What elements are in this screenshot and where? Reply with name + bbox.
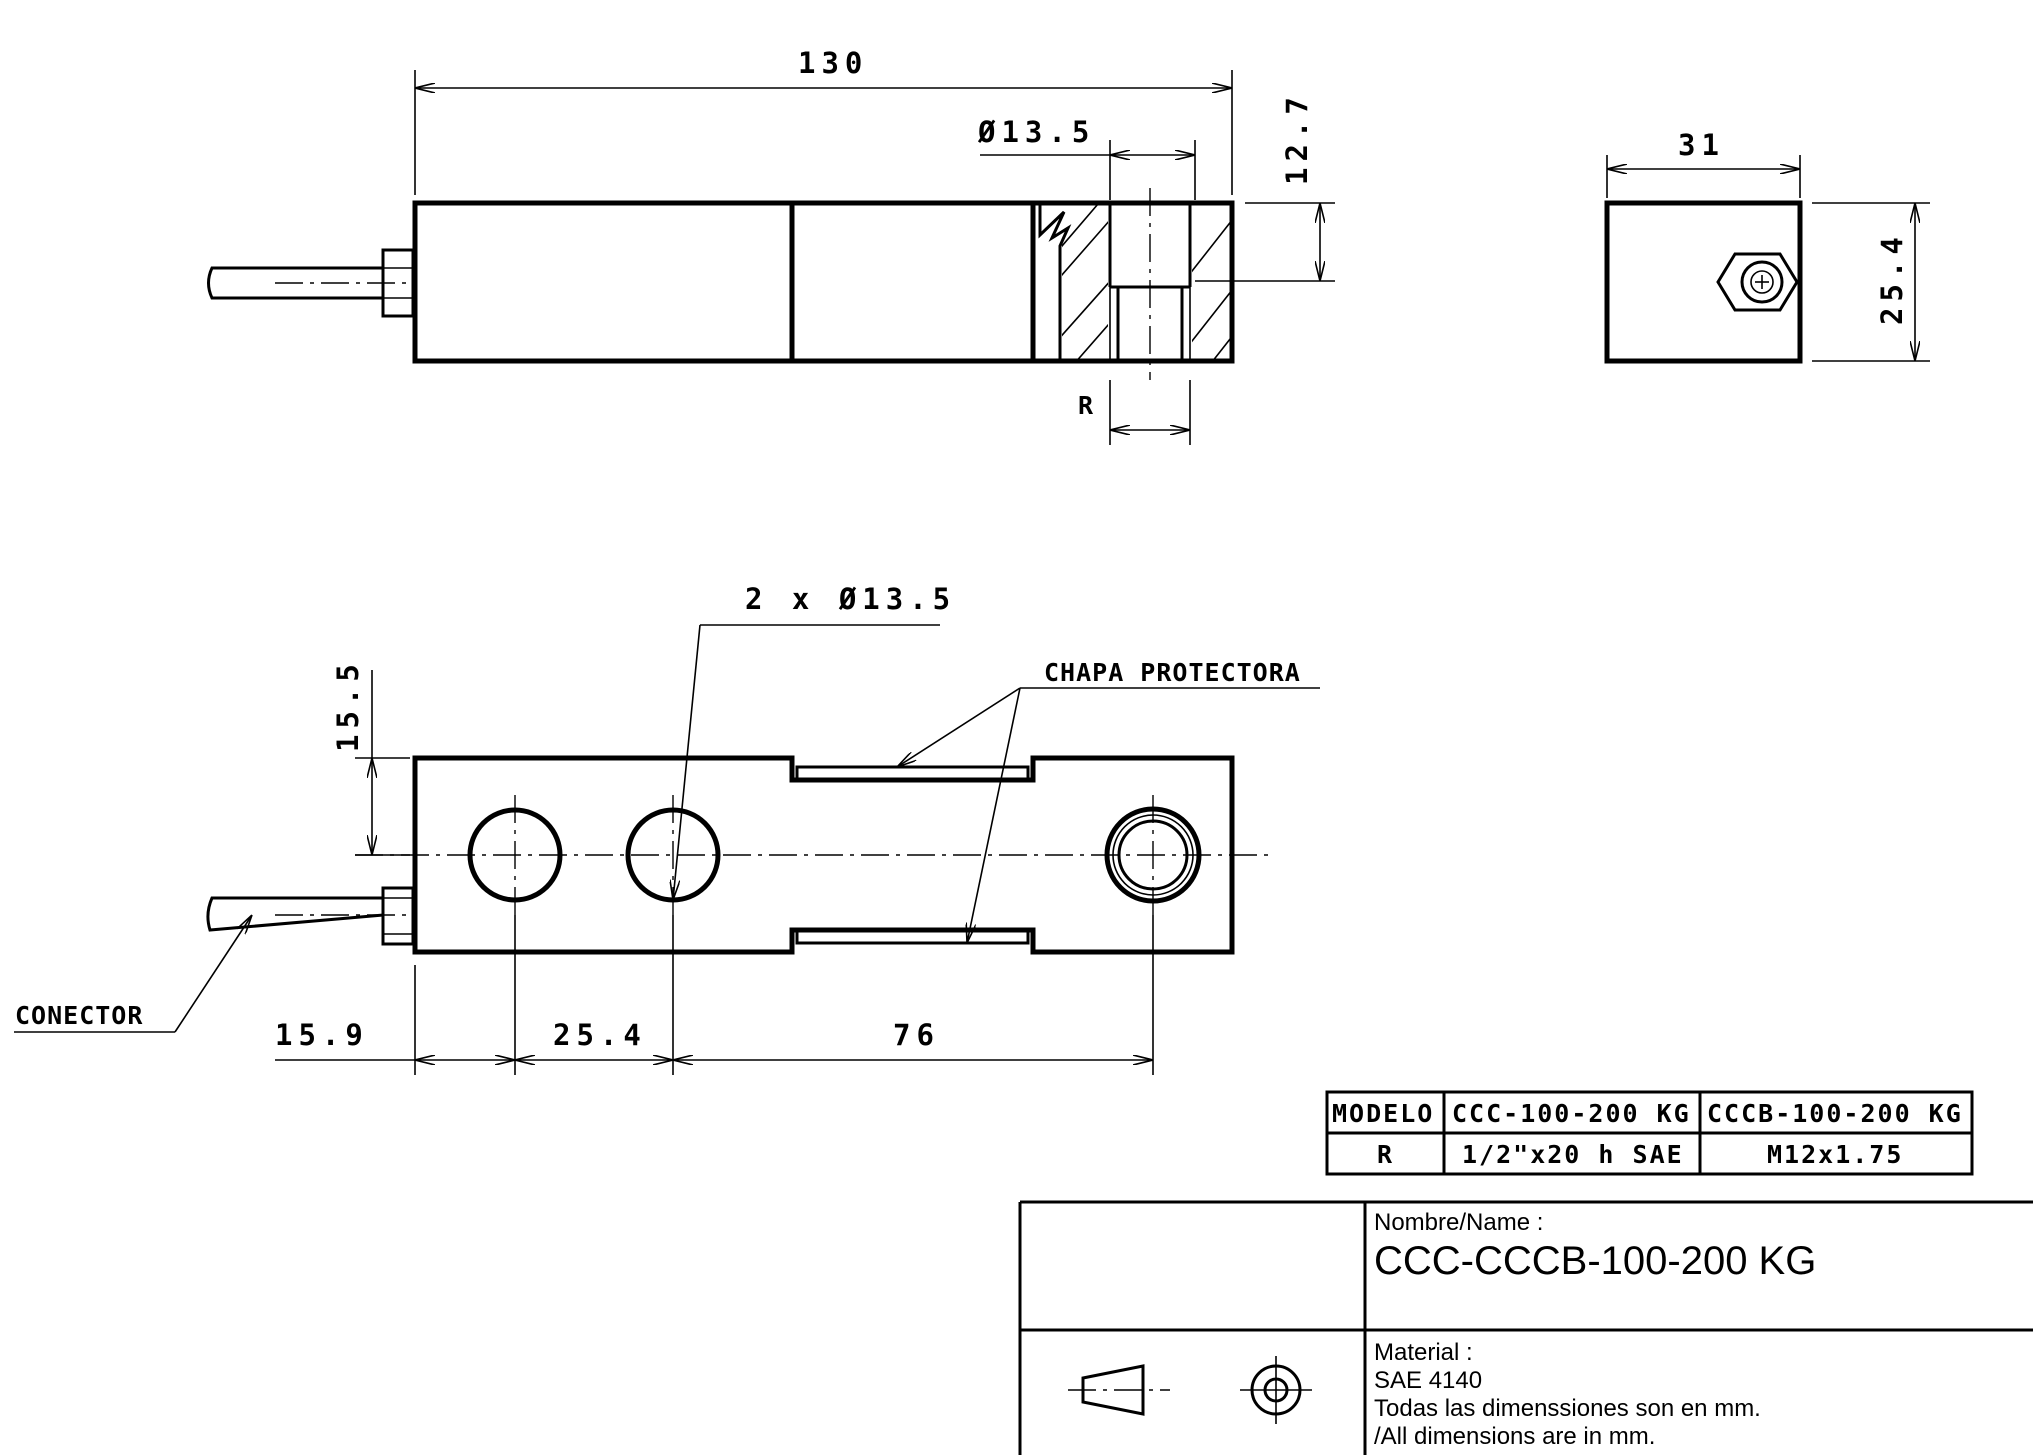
title-note-en: /All dimensions are in mm.: [1374, 1423, 1655, 1450]
table-header-cccb: CCCB-100-200 KG: [1707, 1099, 1963, 1128]
title-name-value: CCC-CCCB-100-200 KG: [1374, 1239, 1816, 1283]
connector-label: CONECTOR: [15, 1001, 143, 1030]
threaded-hole-section: [1108, 188, 1192, 380]
dim-76-text: 76: [893, 1018, 940, 1052]
table-header-model: MODELO: [1332, 1099, 1434, 1128]
hex-nut-icon: [1716, 252, 1799, 312]
dim-25-4-bottom-text: 25.4: [553, 1018, 647, 1052]
dim-12-7-text: 12.7: [1280, 91, 1314, 185]
table-cell-r: R: [1377, 1140, 1394, 1169]
body-outline-top: [412, 200, 1235, 364]
dim-R-text: R: [1078, 391, 1094, 420]
dim-width: 31: [1606, 128, 1801, 198]
title-material-label: Material :: [1374, 1339, 1473, 1366]
projection-symbol-icon: [1068, 1356, 1312, 1424]
plan-view: 2 x Ø13.5 15.5 CHAPA PROTECTORA CONECTOR: [14, 582, 1320, 1075]
connector-callout: CONECTOR: [14, 915, 252, 1033]
title-block: Nombre/Name : CCC-CCCB-100-200 KG Materi…: [1018, 1200, 2033, 1455]
dim-130-text: 130: [798, 46, 868, 80]
title-material-value: SAE 4140: [1374, 1367, 1482, 1394]
title-note-es: Todas las dimenssiones son en mm.: [1374, 1395, 1761, 1422]
protective-plate-bottom: [795, 928, 1030, 945]
dim-holes-text: 2 x Ø13.5: [745, 582, 956, 616]
dim-15-5: 15.5: [331, 658, 410, 856]
dim-bottom-chain: 15.9 25.4 76: [275, 915, 1154, 1075]
dim-15-5-text: 15.5: [331, 658, 365, 752]
cable-plan: [206, 896, 410, 932]
dim-25-4-text: 25.4: [1875, 231, 1909, 325]
dim-31-text: 31: [1678, 128, 1725, 162]
dim-thread-R: R: [1078, 380, 1191, 445]
title-name-label: Nombre/Name :: [1374, 1209, 1543, 1236]
model-table: MODELO CCC-100-200 KG CCCB-100-200 KG R …: [1325, 1090, 1974, 1176]
table-header-ccc: CCC-100-200 KG: [1452, 1099, 1691, 1128]
dim-12-7: 12.7: [1195, 91, 1335, 282]
dim-height: 25.4: [1812, 202, 1930, 362]
table-cell-sae: 1/2"x20 h SAE: [1462, 1140, 1684, 1169]
dim-overall-length: 130: [414, 46, 1233, 195]
table-cell-metric: M12x1.75: [1767, 1140, 1903, 1169]
end-view: 31 25.4: [1604, 128, 1930, 364]
section-hatch: [1062, 205, 1230, 360]
dim-15-9-text: 15.9: [275, 1018, 369, 1052]
dim-holes-callout: 2 x Ø13.5: [673, 582, 956, 900]
cable-top: [207, 266, 410, 300]
protective-plate-label: CHAPA PROTECTORA: [1044, 658, 1301, 687]
protective-plate-callout: CHAPA PROTECTORA: [897, 658, 1320, 943]
dim-hole-diameter-top: Ø13.5: [977, 115, 1196, 200]
body-outline-plan: [412, 755, 1235, 955]
end-view-outline: [1604, 200, 1803, 364]
top-view: 130 Ø13.5 12.7 R: [207, 46, 1335, 445]
dim-diameter-text: Ø13.5: [977, 115, 1095, 149]
cable-nut-plan: [381, 886, 415, 946]
